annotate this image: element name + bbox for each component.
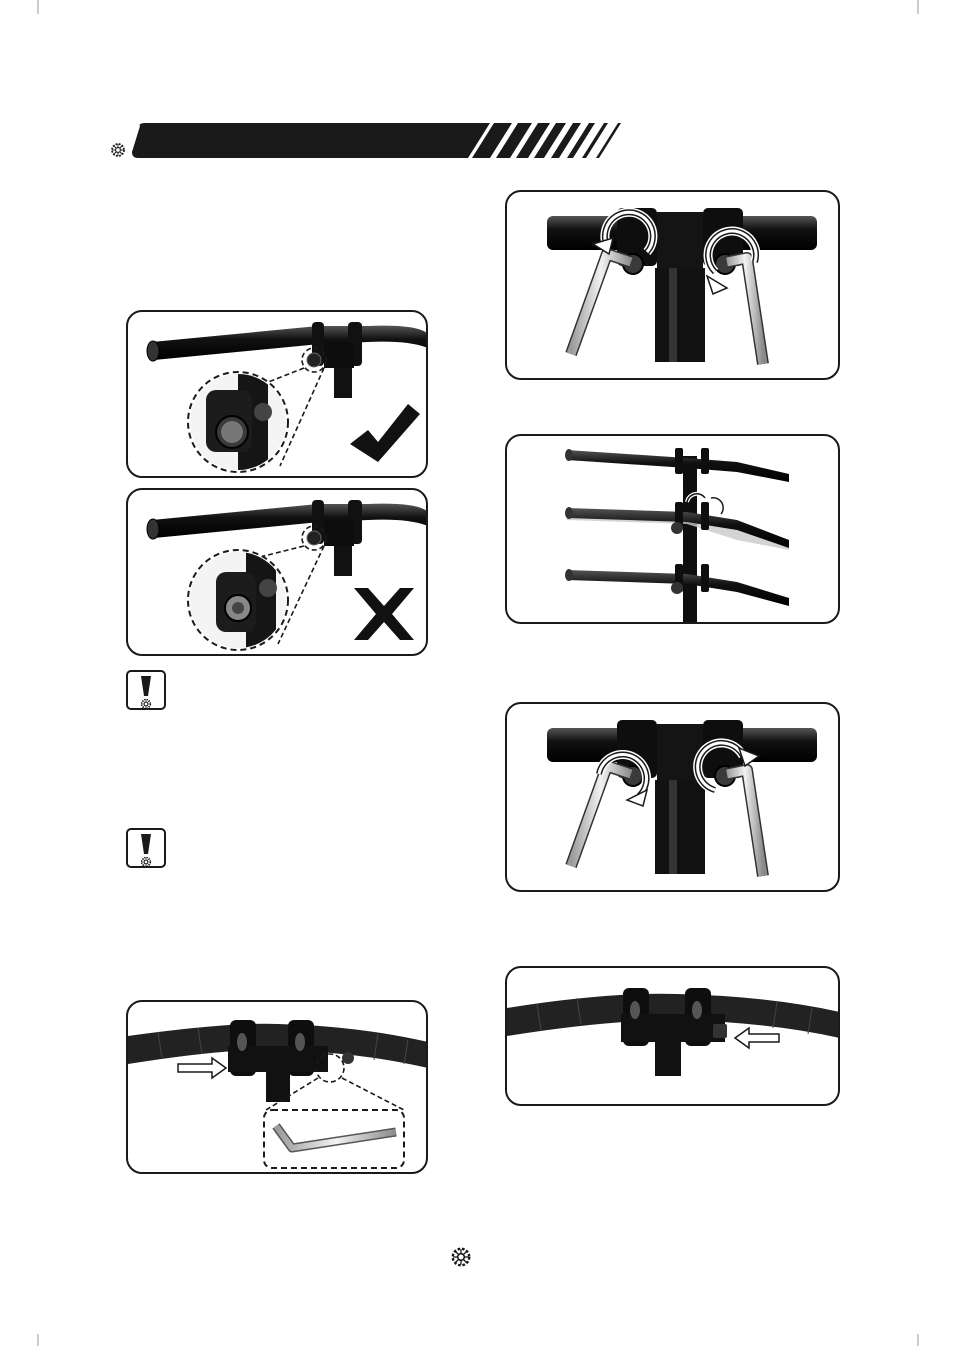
figure-incorrect-fit <box>126 488 428 656</box>
crop-mark-top-left <box>37 0 39 14</box>
figure-insert-key-right <box>505 966 840 1106</box>
figure-insert-key-left <box>126 1000 428 1174</box>
check-icon <box>350 404 420 462</box>
gear-icon <box>111 143 125 157</box>
gear-icon <box>451 1247 471 1267</box>
hex-key-icon <box>272 1123 397 1153</box>
arrow-left-icon <box>733 1026 780 1050</box>
rotate-clockwise-icon <box>594 750 652 807</box>
figure-loosen-bolts <box>505 190 840 380</box>
crop-mark-top-right <box>917 0 919 14</box>
figure-tighten-bolts <box>505 702 840 892</box>
cross-icon <box>354 588 414 640</box>
section-banner <box>108 118 638 164</box>
rotate-clockwise-icon <box>693 738 761 795</box>
warning-icon <box>126 828 166 868</box>
arrow-right-icon <box>177 1056 228 1080</box>
figure-adjust-angle <box>505 434 840 624</box>
warning-icon <box>126 670 166 710</box>
crop-mark-bottom-right <box>917 1334 919 1346</box>
rotate-counterclockwise-icon <box>703 226 761 296</box>
rotate-counterclockwise-icon <box>591 207 658 256</box>
figure-correct-fit <box>126 310 428 478</box>
crop-mark-bottom-left <box>37 1334 39 1346</box>
